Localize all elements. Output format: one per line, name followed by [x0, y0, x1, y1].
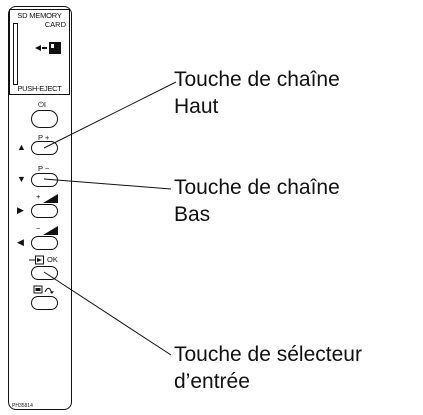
volume-down-button[interactable]: [31, 236, 58, 250]
triangle-right-icon: ▶: [17, 205, 24, 215]
volume-wedge-icon: [43, 194, 58, 203]
triangle-down-icon: ▼: [17, 174, 26, 184]
callout-channel-down-line1: Touche de chaîne: [174, 176, 340, 199]
sd-memory-label: SD MEMORY: [17, 11, 62, 20]
sd-card-label: CARD: [44, 20, 66, 29]
callout-input-line1: Touche de sélecteur: [174, 343, 362, 366]
volume-wedge-icon: [43, 226, 58, 235]
channel-down-label: P −: [38, 164, 50, 173]
power-button[interactable]: [31, 110, 58, 128]
aspect-button[interactable]: [31, 296, 58, 310]
model-code: PH35814: [12, 403, 33, 409]
leader-line-channel-down: [43, 178, 172, 190]
leader-line-input: [43, 271, 172, 356]
leader-line-channel-up: [43, 81, 177, 149]
aspect-menu-icon: [33, 285, 54, 294]
volume-down-label: −: [36, 224, 41, 233]
callout-channel-up-line1: Touche de chaîne: [174, 68, 340, 91]
triangle-up-icon: ▲: [17, 142, 26, 152]
callout-channel-down-line2: Bas: [174, 203, 211, 226]
channel-up-label: P +: [38, 133, 50, 142]
sd-insert-icon: [35, 42, 61, 54]
volume-up-button[interactable]: [31, 204, 58, 218]
sd-card-slot-area: SD MEMORY CARD PUSH-EJECT: [9, 9, 70, 95]
callout-channel-down: Touche de chaîne Bas: [174, 174, 340, 228]
callout-channel-up-line2: Haut: [174, 95, 219, 118]
callout-channel-up: Touche de chaîne Haut: [174, 66, 340, 120]
volume-up-label: +: [36, 192, 41, 201]
ok-label: OK: [47, 255, 58, 264]
triangle-left-icon: ◀: [17, 237, 24, 247]
callout-input-line2: d’entrée: [174, 370, 250, 393]
sd-card-slot[interactable]: [13, 23, 18, 85]
callout-input-selector: Touche de sélecteur d’entrée: [174, 341, 362, 395]
input-select-icon: [29, 255, 44, 265]
push-eject-label: PUSH-EJECT: [17, 84, 62, 93]
power-icon: ⏻I: [38, 100, 47, 109]
